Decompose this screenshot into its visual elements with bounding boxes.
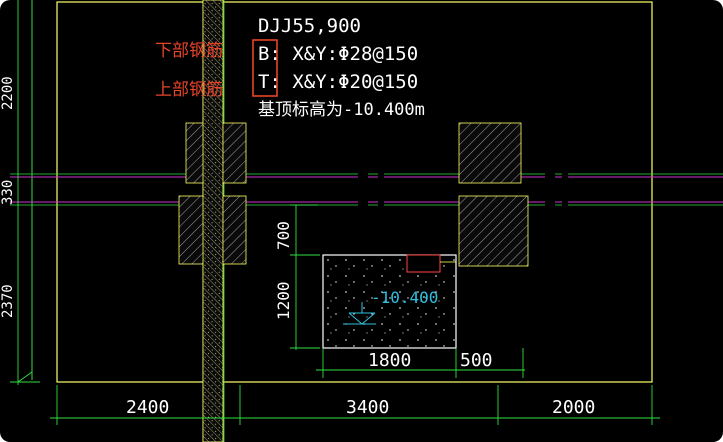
left-dimension-line xyxy=(10,0,40,385)
sump-pit-notch xyxy=(406,254,441,273)
dim-left-2200: 2200 xyxy=(0,76,16,110)
dim-left-2370: 2370 xyxy=(0,284,16,318)
top-rebar-annotation: 上部钢筋 xyxy=(155,80,223,100)
dim-bottom-2000: 2000 xyxy=(552,397,595,418)
column-upper-right xyxy=(458,122,522,184)
pit-elevation-symbol xyxy=(343,302,376,325)
top-rebar-label: T: X&Y:Φ20@150 xyxy=(258,71,418,93)
dim-pit-1800: 1800 xyxy=(368,350,411,371)
bottom-rebar-annotation: 下部钢筋 xyxy=(155,41,223,61)
bottom-rebar-label: B: X&Y:Φ28@150 xyxy=(258,43,418,65)
pit-horizontal-dimension xyxy=(316,348,525,378)
elevation-label: 基顶标高为-10.400m xyxy=(258,100,425,120)
dim-pit-1200: 1200 xyxy=(274,281,293,320)
dim-bottom-3400: 3400 xyxy=(346,397,389,418)
dim-bottom-2400: 2400 xyxy=(126,397,169,418)
dim-pit-500: 500 xyxy=(460,350,493,371)
dim-pit-700: 700 xyxy=(274,221,293,250)
rebar-highlight-box xyxy=(252,39,278,97)
pit-vertical-dimension xyxy=(290,204,320,350)
pit-elevation-label: -10.400 xyxy=(371,288,438,307)
foundation-outline xyxy=(56,1,653,383)
dim-left-330: 330 xyxy=(0,180,16,205)
foundation-label: DJJ55,900 xyxy=(258,15,361,37)
bottom-dimension-line xyxy=(50,385,660,425)
column-lower-right xyxy=(458,195,529,267)
leader-line xyxy=(17,371,33,383)
